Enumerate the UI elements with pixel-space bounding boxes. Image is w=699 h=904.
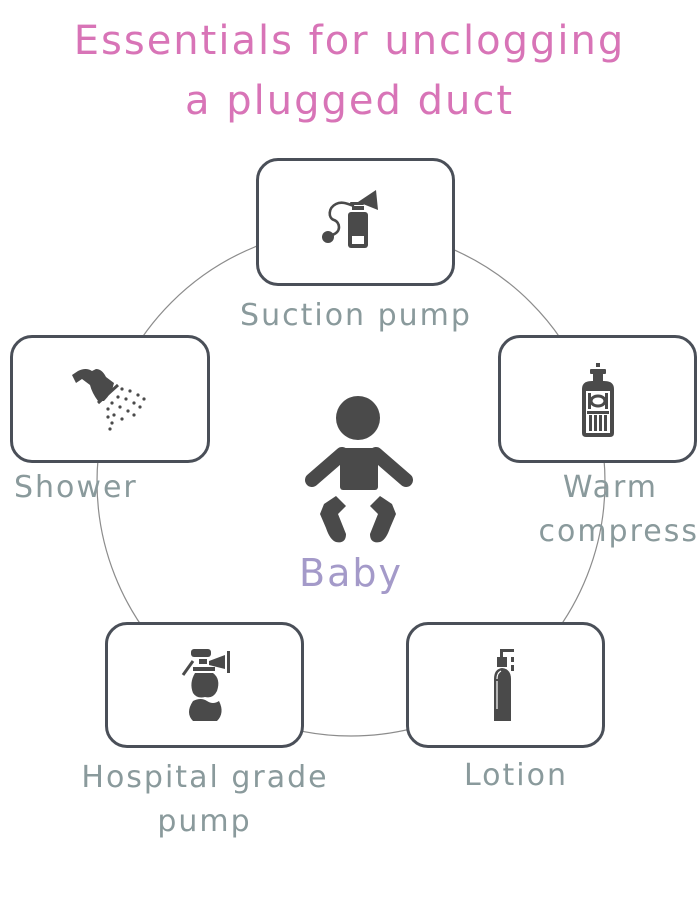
label-warm-compress-line-1: Warm: [562, 470, 658, 505]
node-shower: [10, 335, 210, 463]
label-warm-compress-line-2: compress: [538, 514, 699, 549]
center-label-baby: Baby: [299, 551, 403, 595]
diagram-title-line-2: a plugged duct: [185, 78, 514, 124]
node-warm-compress: [498, 335, 697, 463]
hot-water-bottle-icon: [581, 363, 614, 437]
label-lotion: Lotion: [463, 758, 568, 793]
baby-icon: [305, 396, 413, 543]
hospital-grade-pump-icon: [181, 649, 230, 721]
lotion-bottle-icon: [493, 649, 514, 721]
diagram-title-line-1: Essentials for unclogging: [73, 18, 626, 64]
node-suction-pump: [256, 158, 455, 286]
label-shower: Shower: [14, 470, 138, 505]
label-hospital-grade-pump-line-1: Hospital grade: [81, 760, 329, 795]
node-hospital-grade-pump: [105, 622, 304, 748]
label-hospital-grade-pump-line-2: pump: [157, 804, 252, 839]
suction-pump-icon: [321, 190, 378, 248]
shower-icon: [72, 369, 146, 431]
node-lotion: [406, 622, 605, 748]
label-suction-pump: Suction pump: [240, 298, 472, 333]
